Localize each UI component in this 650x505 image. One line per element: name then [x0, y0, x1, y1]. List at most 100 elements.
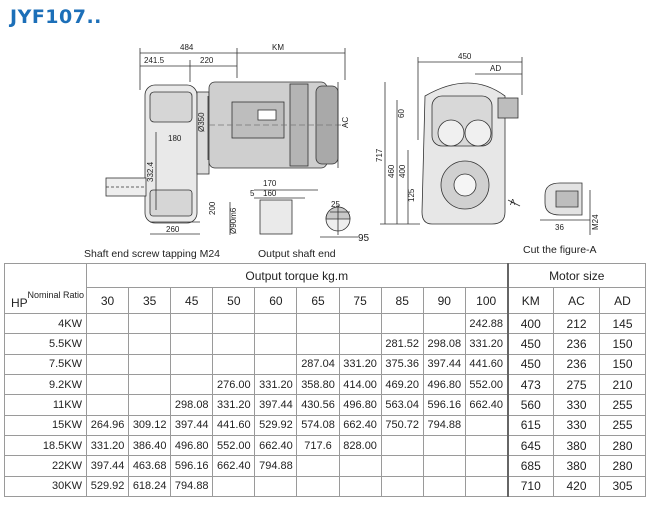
torque-cell: [170, 333, 214, 355]
torque-cell: [85, 353, 130, 375]
torque-cell: 331.20: [464, 333, 509, 355]
corner-hp-label: HP: [11, 296, 28, 310]
hp-cell: 18.5KW: [4, 434, 87, 457]
torque-cell: 414.00: [338, 373, 382, 396]
hp-cell: 7.5KW: [4, 353, 87, 375]
hp-cell: 11KW: [4, 394, 87, 416]
motor-cell: 255: [599, 414, 646, 436]
dim-180: 180: [168, 134, 182, 143]
corner-cell: Nominal Ratio HP: [4, 287, 87, 314]
dim-25: 25: [331, 200, 340, 209]
dim-160: 160: [263, 189, 277, 198]
ratio-header-cell: 75: [338, 287, 382, 314]
torque-cell: [464, 475, 509, 498]
torque-cell: [296, 312, 340, 335]
torque-cell: 662.40: [254, 434, 298, 457]
motor-cell: 212: [553, 312, 600, 335]
torque-cell: 441.60: [212, 414, 256, 436]
torque-cell: 298.08: [422, 333, 466, 355]
torque-cell: [380, 434, 424, 457]
torque-cell: 529.92: [254, 414, 298, 436]
torque-cell: [296, 455, 340, 477]
torque-cell: 463.68: [128, 455, 172, 477]
torque-cell: 662.40: [338, 414, 382, 436]
motor-cell: 150: [599, 333, 646, 355]
torque-cell: 309.12: [128, 414, 172, 436]
torque-cell: [128, 353, 172, 375]
dim-332-4: 332.4: [146, 161, 155, 182]
torque-cell: 563.04: [380, 394, 424, 416]
torque-cell: [464, 414, 509, 436]
torque-cell: 794.88: [422, 414, 466, 436]
caption-cut-figure: Cut the figure-A: [523, 244, 597, 256]
ratio-header-cell: 90: [422, 287, 466, 314]
hp-cell: 9.2KW: [4, 373, 87, 396]
motor-col-header: AD: [599, 287, 646, 314]
torque-cell: 496.80: [338, 394, 382, 416]
torque-cell: [170, 353, 214, 375]
dim-241-5: 241.5: [144, 56, 165, 65]
dim-170: 170: [263, 179, 277, 188]
torque-cell: 331.20: [338, 353, 382, 375]
dim-36: 36: [555, 223, 564, 232]
torque-cell: 264.96: [85, 414, 130, 436]
torque-cell: 375.36: [380, 353, 424, 375]
dim-350: Ø350: [197, 112, 206, 132]
ratio-header-cell: 45: [170, 287, 214, 314]
torque-cell: [254, 353, 298, 375]
torque-cell: [212, 353, 256, 375]
torque-cell: 242.88: [464, 312, 509, 335]
motor-cell: 275: [553, 373, 600, 396]
torque-cell: 596.16: [422, 394, 466, 416]
motor-cell: 145: [599, 312, 646, 335]
torque-cell: 397.44: [422, 353, 466, 375]
torque-cell: 281.52: [380, 333, 424, 355]
motor-cell: 330: [553, 394, 600, 416]
motor-cell: 685: [506, 455, 554, 477]
motor-cell: 710: [506, 475, 554, 498]
ratio-header-cell: 85: [380, 287, 424, 314]
motor-cell: 236: [553, 353, 600, 375]
torque-cell: 496.80: [422, 373, 466, 396]
dim-60: 60: [397, 109, 406, 118]
hp-cell: 30KW: [4, 475, 87, 498]
torque-cell: [128, 373, 172, 396]
torque-cell: [212, 333, 256, 355]
torque-cell: [85, 312, 130, 335]
torque-cell: [128, 333, 172, 355]
motor-cell: 450: [506, 333, 554, 355]
motor-cell: 150: [599, 353, 646, 375]
torque-cell: 828.00: [338, 434, 382, 457]
motor-cell: 210: [599, 373, 646, 396]
motor-cell: 560: [506, 394, 554, 416]
torque-cell: 298.08: [170, 394, 214, 416]
motor-cell: 380: [553, 455, 600, 477]
torque-cell: 430.56: [296, 394, 340, 416]
dim-460: 460: [387, 164, 396, 178]
torque-cell: [380, 312, 424, 335]
corner-ratio-label: Nominal Ratio: [27, 289, 84, 300]
motor-cell: 236: [553, 333, 600, 355]
torque-cell: [170, 373, 214, 396]
motor-cell: 420: [553, 475, 600, 498]
torque-cell: 496.80: [170, 434, 214, 457]
torque-cell: 750.72: [380, 414, 424, 436]
torque-cell: [422, 312, 466, 335]
dim-450: 450: [458, 52, 472, 61]
torque-cell: 358.80: [296, 373, 340, 396]
dim-400: 400: [398, 164, 407, 178]
motor-cell: 280: [599, 434, 646, 457]
hp-cell: 22KW: [4, 455, 87, 477]
dim-717: 717: [375, 148, 384, 162]
ratio-header-cell: 100: [464, 287, 509, 314]
torque-header: Output torque kg.m: [86, 263, 508, 288]
torque-cell: 441.60: [464, 353, 509, 375]
hp-cell: 15KW: [4, 414, 87, 436]
torque-cell: 618.24: [128, 475, 172, 498]
